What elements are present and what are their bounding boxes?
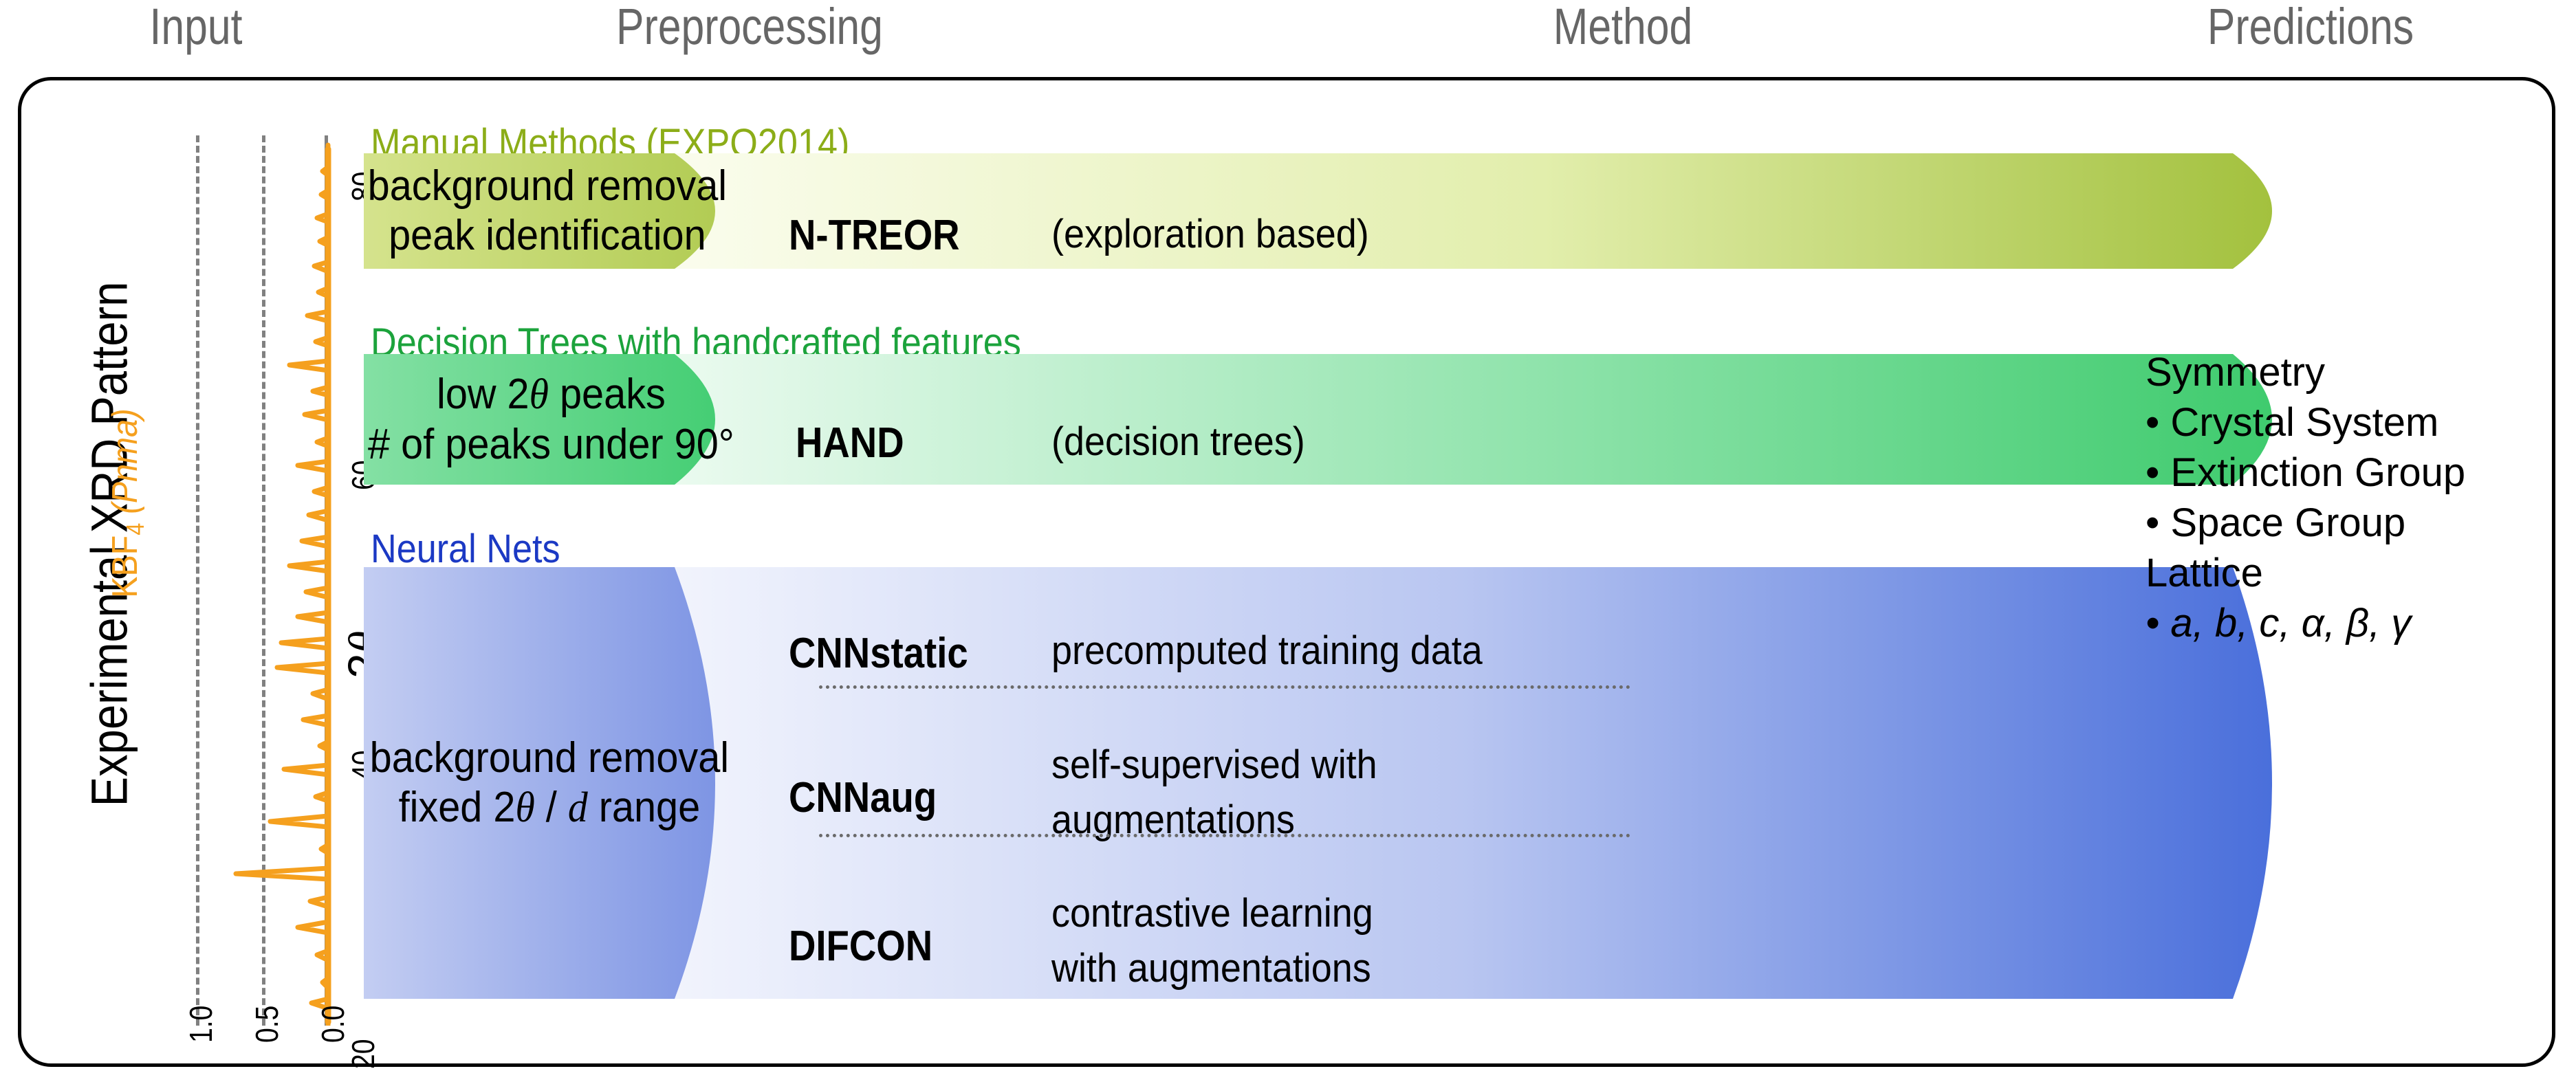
- method-desc-ntreor: (exploration based): [1051, 212, 1369, 256]
- column-header-preprocessing: Preprocessing: [616, 0, 883, 55]
- method-desc-cnnaug-line1: self-supervised with: [1051, 742, 1377, 787]
- sample-formula-subscript: 4: [121, 522, 149, 536]
- preprocessing-line: background removal: [369, 733, 730, 782]
- preprocessing-line: # of peaks under 90°: [367, 420, 734, 468]
- preprocessing-band-manual: background removal peak identification: [364, 153, 756, 269]
- pipeline-row-decision-trees: Decision Trees with handcrafted features: [364, 300, 2482, 493]
- pipeline-row-manual: Manual Methods (EXPO2014): [364, 101, 2482, 280]
- preprocessing-line: background removal: [367, 162, 728, 210]
- xrd-plot: 1.0 0.5 0.0 80 60 40 20 2θ: [183, 135, 390, 1069]
- method-desc-difcon-line1: contrastive learning: [1051, 891, 1373, 936]
- column-header-predictions: Predictions: [2207, 0, 2414, 55]
- predictions-list: Symmetry • Crystal System • Extinction G…: [2146, 347, 2531, 648]
- diagram-frame: Experimental XRD Pattern KBF4 (Pnma) 1.0…: [18, 77, 2555, 1069]
- preprocessing-line: low 2θ peaks: [436, 370, 666, 418]
- x-tick-0p5: 0.5: [249, 1005, 285, 1043]
- sample-spacegroup: (Pnma): [105, 408, 145, 514]
- preprocessing-band-neural-nets: background removal fixed 2θ / d range: [364, 567, 756, 999]
- gridline-1p0: [196, 135, 199, 1026]
- x-tick-1p0: 1.0: [183, 1005, 219, 1043]
- predictions-item-lattice-params: • a, b, c, α, β, γ: [2146, 601, 2412, 646]
- method-band-neural-nets: [651, 567, 2311, 999]
- xrd-spectrum-trace: [233, 142, 331, 1026]
- preprocessing-line: fixed 2θ / d range: [398, 783, 701, 831]
- method-desc-cnnstatic: precomputed training data: [1051, 628, 1483, 673]
- method-name-cnnstatic: CNNstatic: [789, 630, 968, 677]
- method-band-decision-trees: [651, 354, 2311, 485]
- method-desc-difcon-line2: with augmentations: [1051, 946, 1371, 991]
- method-name-hand: HAND: [796, 419, 904, 467]
- sample-formula: KBF: [105, 535, 145, 598]
- pipeline-row-neural-nets: Neural Nets: [364, 514, 2482, 1057]
- method-band-manual: [651, 153, 2311, 269]
- x-tick-0p0: 0.0: [315, 1005, 351, 1043]
- method-divider-2: [819, 834, 1630, 837]
- gridline-0p5: [262, 135, 265, 1026]
- xrd-panel: Experimental XRD Pattern KBF4 (Pnma) 1.0…: [49, 96, 390, 1069]
- predictions-item-crystal-system: • Crystal System: [2146, 400, 2439, 445]
- predictions-item-extinction-group: • Extinction Group: [2146, 450, 2466, 496]
- predictions-item-space-group: • Space Group: [2146, 500, 2406, 546]
- method-name-ntreor: N-TREOR: [789, 212, 960, 259]
- preprocessing-text-manual: background removal peak identification: [368, 162, 727, 261]
- column-header-input: Input: [149, 0, 243, 55]
- predictions-heading-symmetry: Symmetry: [2146, 350, 2325, 395]
- column-header-method: Method: [1553, 0, 1693, 55]
- preprocessing-text-decision-trees: low 2θ peaks # of peaks under 90°: [368, 370, 734, 470]
- preprocessing-text-neural-nets: background removal fixed 2θ / d range: [370, 733, 729, 833]
- column-headers: Input Preprocessing Method Predictions: [0, 0, 2576, 74]
- preprocessing-line: peak identification: [389, 212, 706, 259]
- method-name-difcon: DIFCON: [789, 923, 933, 970]
- preprocessing-band-decision-trees: low 2θ peaks # of peaks under 90°: [364, 354, 756, 485]
- method-desc-hand: (decision trees): [1051, 419, 1305, 464]
- row-title-neural-nets: Neural Nets: [371, 527, 560, 571]
- predictions-heading-lattice: Lattice: [2146, 551, 2263, 596]
- method-divider-1: [819, 685, 1630, 689]
- xrd-sample-label: KBF4 (Pnma): [105, 194, 150, 813]
- method-name-cnnaug: CNNaug: [789, 774, 937, 821]
